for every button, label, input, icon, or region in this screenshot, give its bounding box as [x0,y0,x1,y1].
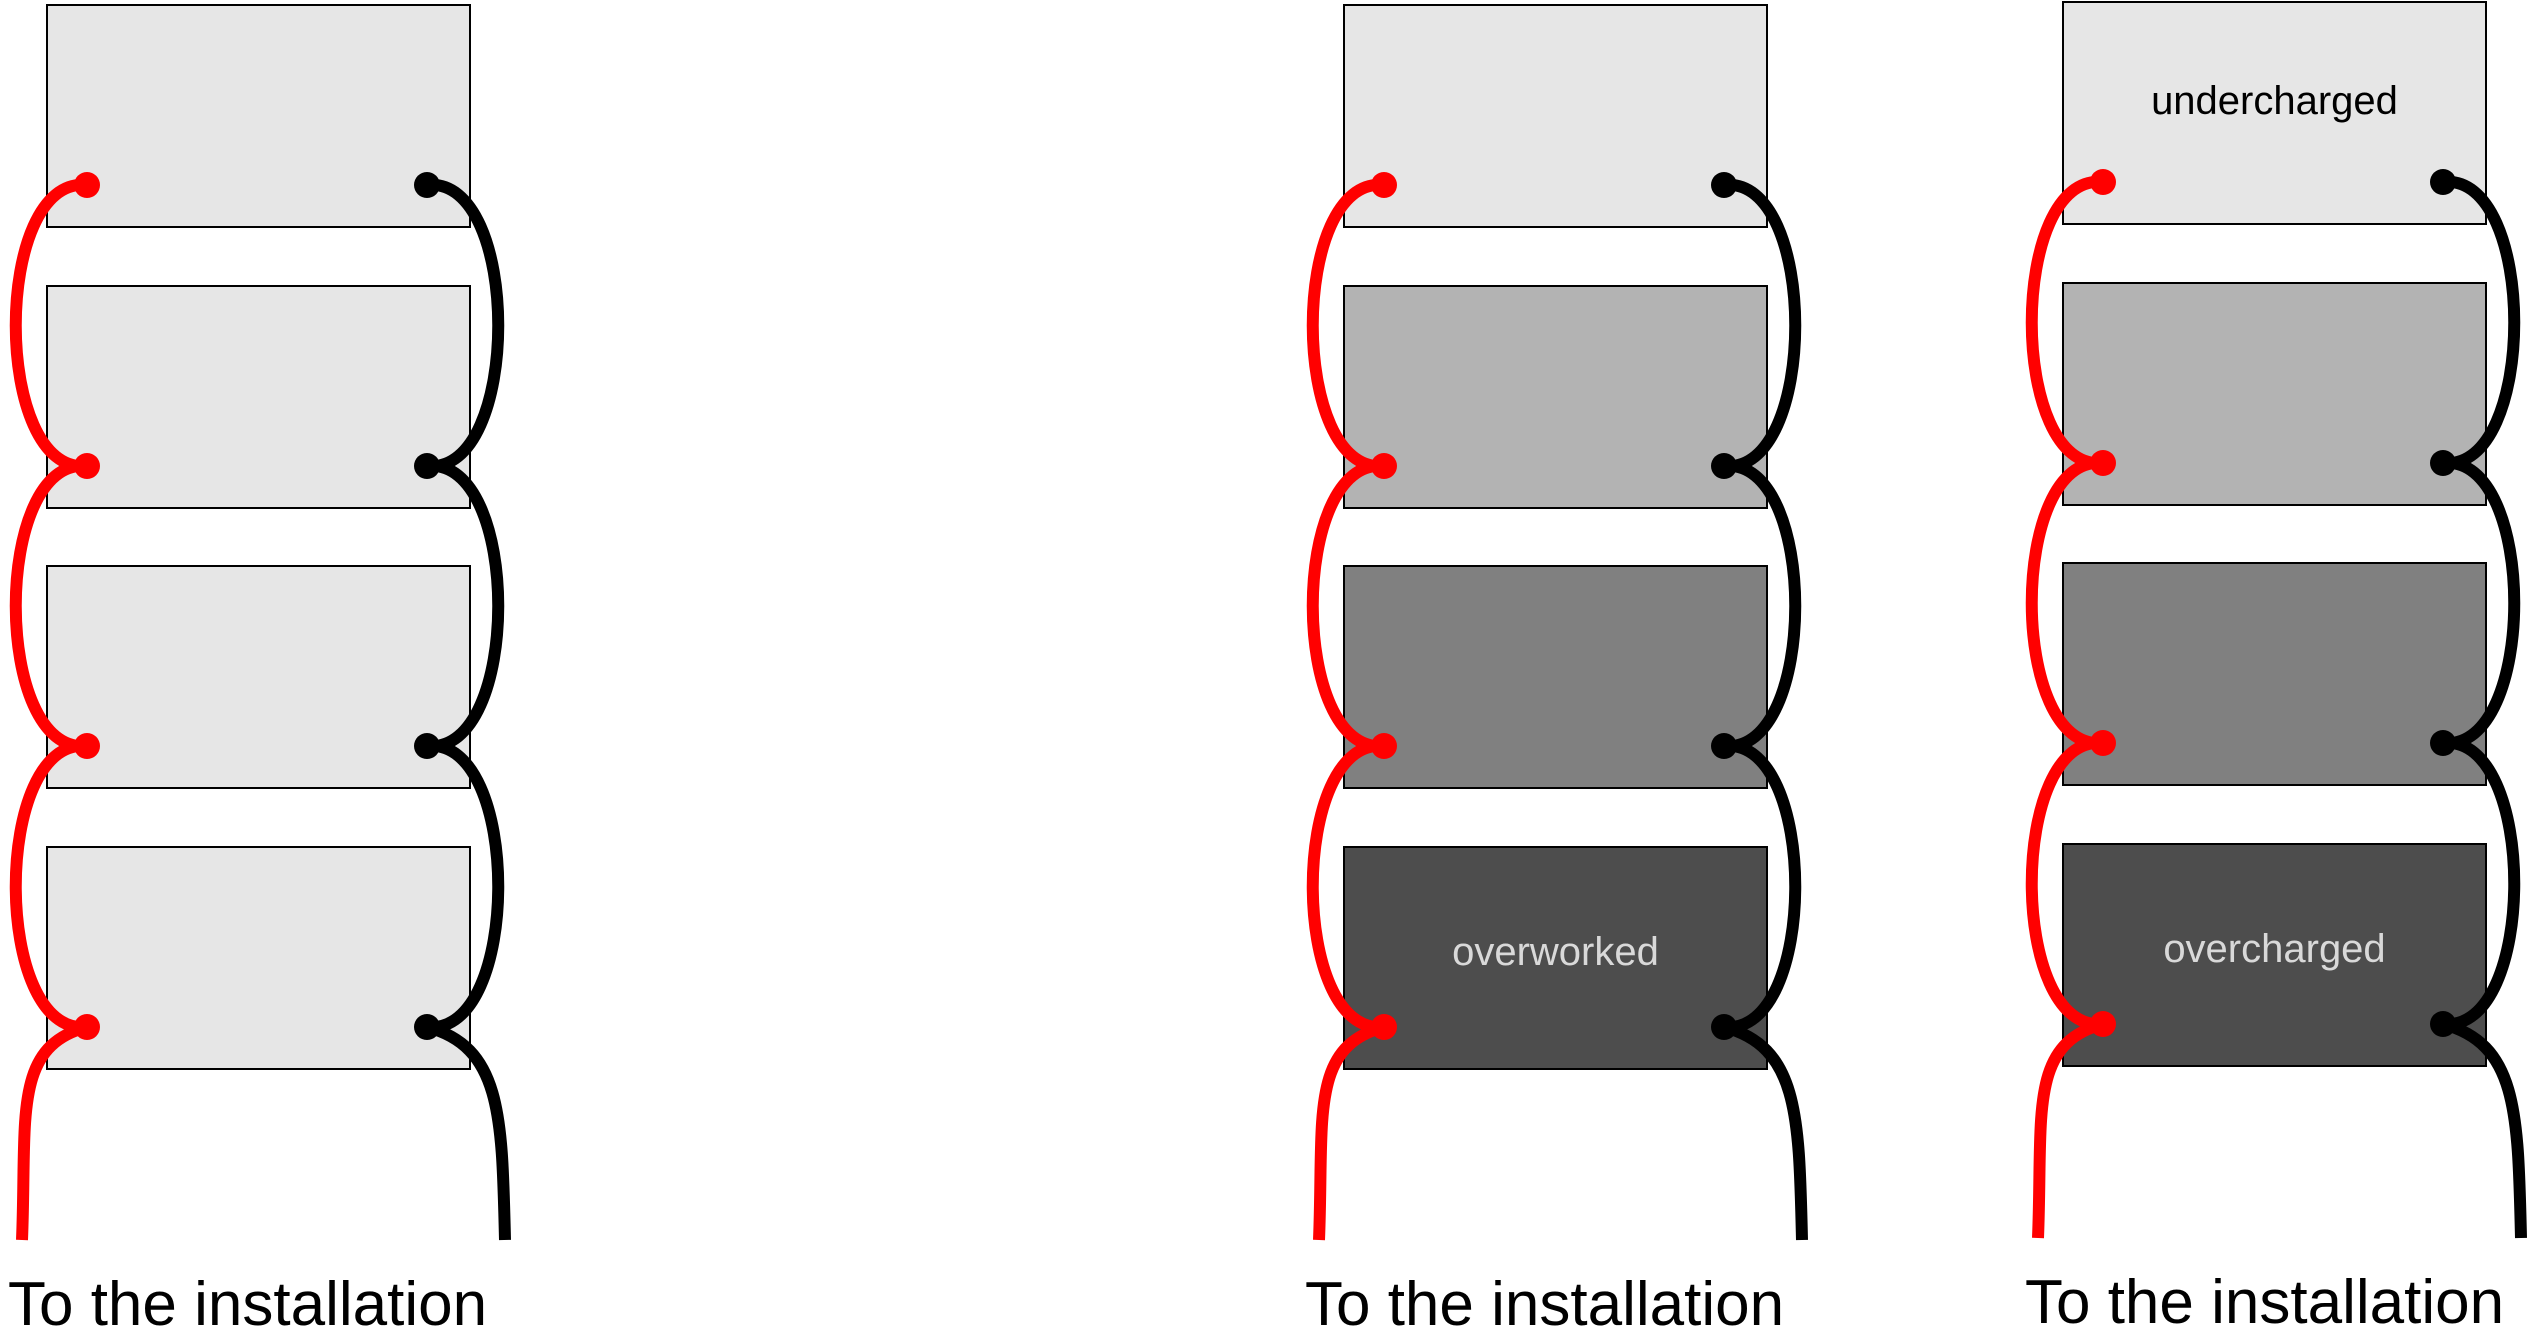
negative-terminal [414,172,440,198]
positive-wire [2025,456,2109,750]
negative-wire [2437,736,2521,1031]
battery-4 [46,846,471,1070]
negative-wire [421,178,505,473]
battery-2 [1343,285,1768,509]
negative-terminal [2430,1011,2456,1037]
positive-terminal [74,172,100,198]
positive-wire [2025,175,2109,470]
negative-terminal [2430,730,2456,756]
positive-terminal [1371,733,1397,759]
battery-1 [2062,1,2487,225]
positive-terminal [2090,730,2116,756]
negative-wire [1718,739,1802,1034]
battery-label: overcharged [2163,927,2385,971]
positive-lead [2032,1018,2105,1239]
negative-terminal [2430,169,2456,195]
positive-wire [9,459,93,753]
battery-3 [1343,565,1768,789]
positive-wire [9,739,93,1034]
negative-terminal [1711,453,1737,479]
battery-2 [2062,282,2487,506]
battery-1 [46,4,471,228]
battery-label: undercharged [2151,79,2398,123]
battery-2 [46,285,471,509]
negative-wire [421,459,505,753]
negative-terminal [1711,172,1737,198]
diagram-right: undercharged overcharged To the installati… [2025,1,2527,1334]
negative-lead [425,1021,511,1241]
negative-terminal [414,733,440,759]
negative-wire [2437,175,2521,470]
battery-4 [2062,843,2487,1067]
positive-lead [16,1021,89,1241]
negative-terminal [414,1014,440,1040]
battery-1 [1343,4,1768,228]
battery-3 [46,565,471,789]
positive-terminal [74,733,100,759]
positive-terminal [1371,1014,1397,1040]
caption-to-installation: To the installation [1305,1270,1784,1334]
battery-4 [1343,846,1768,1070]
negative-wire [421,739,505,1034]
diagram-left: To the installation [8,4,511,1334]
positive-wire [1306,459,1390,753]
positive-terminal [2090,169,2116,195]
caption-to-installation: To the installation [2025,1268,2504,1334]
negative-wire [2437,456,2521,750]
negative-wire [1718,459,1802,753]
battery-label: overworked [1452,930,1659,974]
positive-wire [1306,739,1390,1034]
positive-terminal [1371,453,1397,479]
negative-lead [2441,1018,2527,1239]
battery-3 [2062,562,2487,786]
positive-wire [1306,178,1390,473]
negative-terminal [414,453,440,479]
positive-wire [9,178,93,473]
positive-terminal [1371,172,1397,198]
positive-terminal [2090,450,2116,476]
positive-terminal [74,453,100,479]
negative-terminal [1711,733,1737,759]
negative-wire [1718,178,1802,473]
positive-terminal [2090,1011,2116,1037]
negative-lead [1722,1021,1808,1241]
caption-to-installation: To the installation [8,1270,487,1334]
diagram-middle: overworked To the installation [1305,4,1808,1334]
positive-wire [2025,736,2109,1031]
negative-terminal [2430,450,2456,476]
positive-lead [1313,1021,1386,1241]
negative-terminal [1711,1014,1737,1040]
positive-terminal [74,1014,100,1040]
